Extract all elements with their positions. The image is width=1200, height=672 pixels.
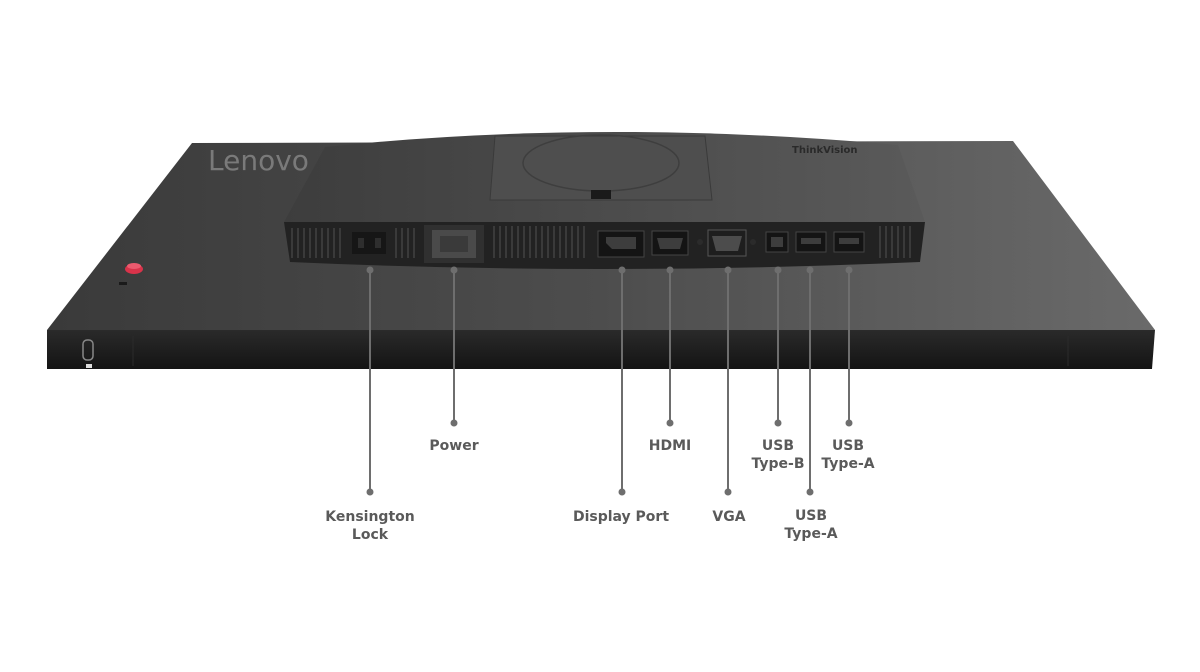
monitor-panel-front-edge [47, 330, 1155, 369]
callout-hdmi [666, 266, 674, 427]
displayport-icon [597, 230, 645, 258]
usb-type-b-icon [765, 231, 789, 253]
label-usb-type-a-upper: USB Type-A [821, 438, 875, 472]
label-usb-type-a-lower: USB Type-A [784, 508, 838, 542]
kensington-slot-icon [352, 232, 386, 254]
callout-usb-a-2 [845, 266, 853, 427]
label-hdmi: HDMI [648, 438, 692, 454]
vent-grille-right [879, 226, 911, 258]
callout-usb-b [774, 266, 782, 427]
power-inlet-icon [424, 225, 484, 263]
callout-power [450, 266, 458, 427]
vent-grille-left [291, 228, 341, 258]
label-vga: VGA [712, 509, 746, 525]
label-usb-type-b: USB Type-B [751, 438, 805, 472]
brand-embossed: Lenovo [208, 144, 309, 177]
callout-kensington [366, 266, 374, 496]
vent-grille-center [493, 226, 585, 258]
callout-vga [724, 266, 732, 496]
callout-usb-a-1 [806, 266, 814, 496]
label-kensington-lock: Kensington Lock [325, 509, 415, 543]
hdmi-icon [651, 230, 689, 256]
label-power: Power [429, 438, 479, 454]
model-embossed: ThinkVision [792, 145, 858, 156]
vga-icon [697, 229, 756, 257]
side-slot-icon [82, 339, 94, 361]
usb-type-a-icon-2 [833, 231, 865, 253]
callout-displayport [618, 266, 626, 496]
vent-grille-mid-left [395, 228, 415, 258]
stand-mount [489, 135, 713, 201]
label-display-port: Display Port [572, 509, 670, 525]
usb-type-a-icon [795, 231, 827, 253]
